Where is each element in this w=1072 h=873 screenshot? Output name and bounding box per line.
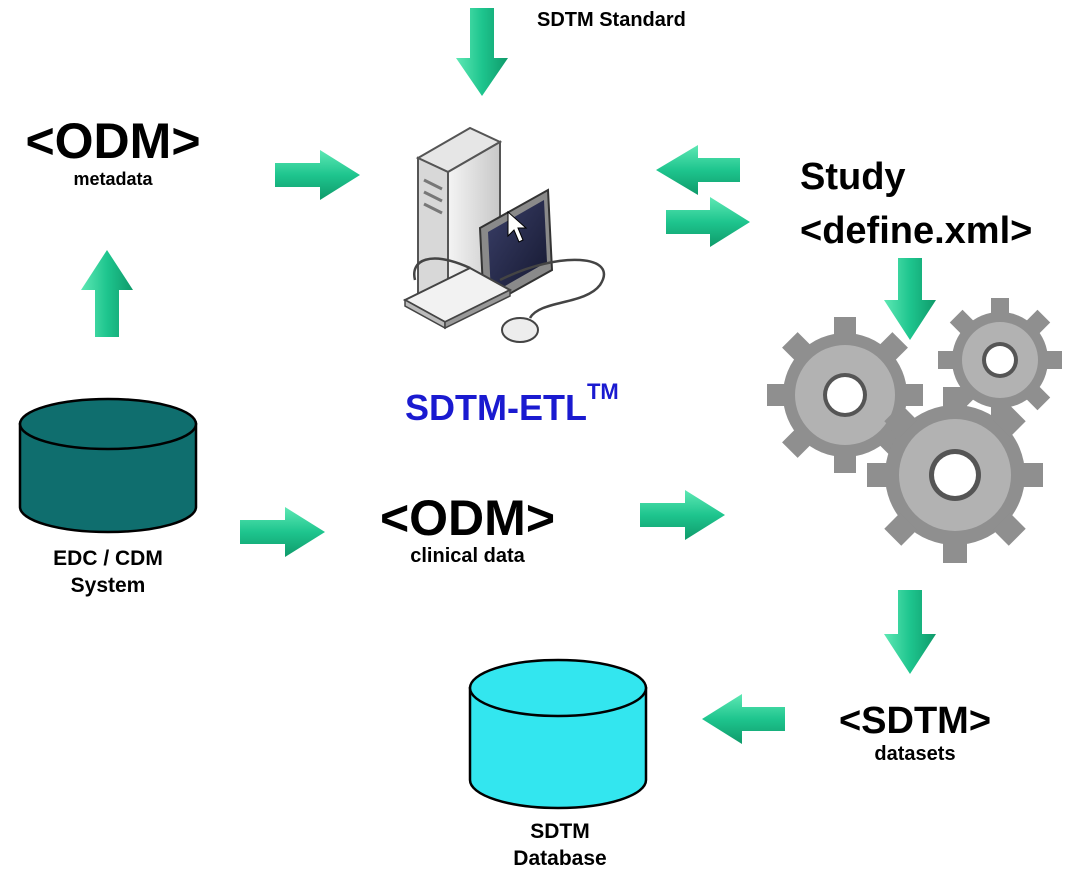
odm-metadata-node: <ODM> metadata — [8, 115, 218, 191]
arrow-edc-up — [81, 250, 133, 337]
arrow-metadata-right — [275, 150, 360, 200]
arrow-edc-right — [240, 507, 325, 557]
sdtm-etl-label: SDTM-ETL — [405, 387, 587, 428]
odm-metadata-tag: <ODM> — [25, 113, 201, 169]
sdtm-standard-label: SDTM Standard — [537, 9, 686, 31]
sdtm-datasets-sub: datasets — [874, 743, 956, 765]
study-define-node: Study <define.xml> — [800, 150, 1032, 258]
arrow-sdtm-standard-down — [456, 8, 508, 96]
sdtm-etl-title: SDTM-ETLTM — [405, 379, 619, 428]
sdtm-db-line1: SDTM — [530, 820, 590, 843]
edc-cdm-label: EDC / CDM System — [20, 545, 196, 599]
arrow-define-left — [656, 145, 740, 195]
study-label: Study — [800, 156, 906, 198]
edc-line1: EDC / CDM — [53, 547, 163, 570]
odm-clinical-node: <ODM> clinical data — [355, 492, 580, 568]
sdtm-db-line2: Database — [513, 847, 607, 870]
define-xml-label: <define.xml> — [800, 210, 1033, 252]
odm-clinical-sub: clinical data — [410, 545, 525, 567]
sdtm-database-icon — [468, 658, 648, 810]
arrow-gears-down — [884, 590, 936, 674]
sdtm-datasets-node: <SDTM> datasets — [820, 700, 1010, 766]
arrow-define-right — [666, 197, 750, 247]
odm-metadata-sub: metadata — [73, 169, 153, 189]
arrow-clinical-right — [640, 490, 725, 540]
computer-icon — [402, 126, 606, 343]
odm-clinical-tag: <ODM> — [379, 490, 556, 546]
arrow-define-down — [884, 258, 936, 340]
edc-line2: System — [70, 574, 146, 597]
trademark-label: TM — [586, 379, 619, 404]
edc-database-icon — [18, 397, 198, 534]
sdtm-database-label: SDTM Database — [480, 818, 640, 872]
arrow-datasets-left — [702, 694, 785, 744]
sdtm-datasets-tag: <SDTM> — [838, 700, 992, 742]
gears-icon — [767, 298, 1062, 563]
